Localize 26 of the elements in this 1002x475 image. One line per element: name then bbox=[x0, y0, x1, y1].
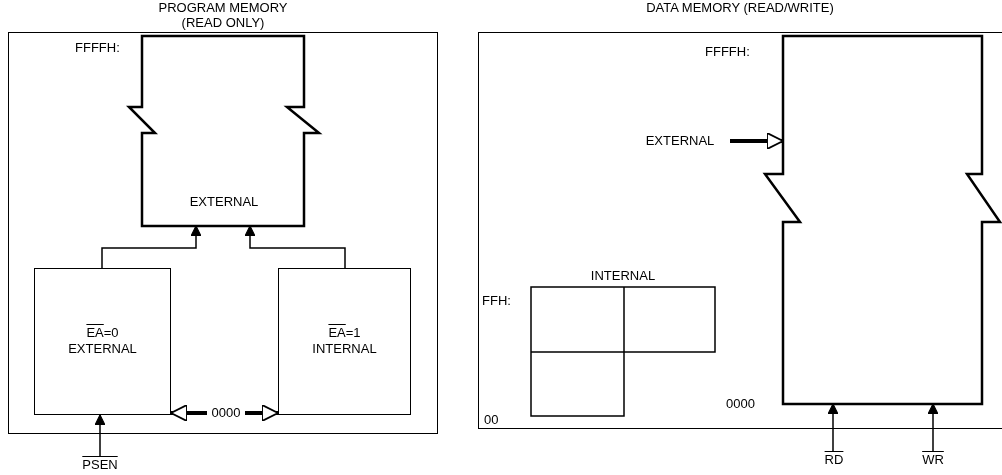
arrow bbox=[94, 414, 106, 458]
block-label: EXTERNAL bbox=[188, 194, 260, 209]
memory-block bbox=[128, 36, 320, 226]
memory-block bbox=[34, 268, 171, 415]
arrow bbox=[170, 404, 207, 422]
signal-label: EXTERNAL bbox=[630, 133, 730, 149]
block-label: EA=0 bbox=[85, 325, 120, 340]
address-label: FFH: bbox=[482, 293, 511, 308]
arrow bbox=[730, 132, 784, 150]
block-label: INTERNAL bbox=[311, 341, 378, 356]
frame-title: DATA MEMORY (READ/WRITE) bbox=[645, 0, 835, 15]
signal-label: RD bbox=[822, 452, 846, 468]
arrow bbox=[245, 404, 279, 422]
address-label: FFFFH: bbox=[75, 40, 120, 55]
block-heading: INTERNAL bbox=[589, 268, 657, 283]
address-label: 00 bbox=[484, 412, 499, 427]
block-label: EXTERNAL bbox=[67, 341, 138, 356]
memory-block bbox=[763, 36, 1001, 404]
signal-label: PSEN bbox=[72, 457, 128, 473]
signal-label: WR bbox=[920, 452, 946, 468]
signal-label: 0000 bbox=[207, 405, 245, 421]
address-label: 0000 bbox=[726, 396, 755, 411]
frame-title: PROGRAM MEMORY (READ ONLY) bbox=[157, 0, 289, 30]
address-label: FFFFH: bbox=[705, 44, 750, 59]
block-label: EA=1 bbox=[327, 325, 362, 340]
memory-block bbox=[278, 268, 411, 415]
